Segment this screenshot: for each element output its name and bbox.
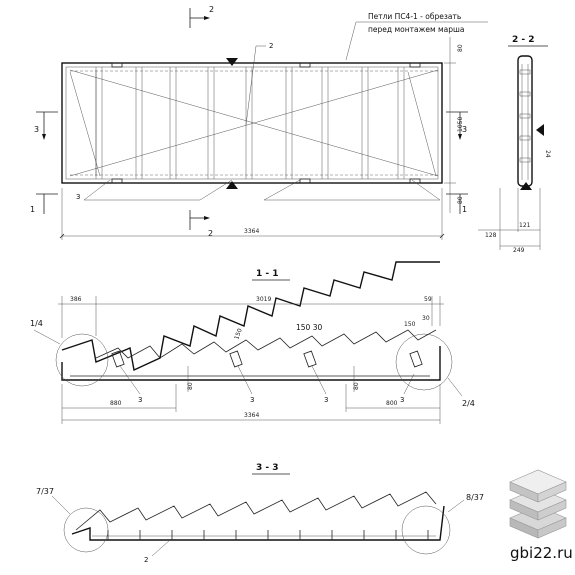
dim-mid-text: 3019 [256,296,271,303]
detail-label-1-4: 1/4 [30,319,43,328]
dim-step2: 150 30 [296,323,322,332]
plan-marker-top [226,58,238,66]
plan-marker-bottom [226,181,238,189]
cut-mark-bottom: 2 [208,229,213,238]
dim-height-text: 1050 [457,117,464,132]
dim-right-text: 59 [424,296,432,303]
dim-left-text: 386 [70,296,82,303]
dim-off-right-text: 800 [386,400,398,407]
dim-w2-text: 121 [519,222,531,229]
dim-step3: 150 [404,321,416,328]
plan-loop-marks [111,62,421,184]
cut-3-label-left: 3 [34,125,39,134]
embedded-parts [111,350,423,368]
watermark-logo: gbi22.ru [509,469,573,562]
stair-teeth [95,329,437,359]
note-leader [345,21,357,61]
rebar-zigzag [75,491,437,531]
plan-step-lines [95,67,405,179]
section-2-2-marker-bottom [520,182,532,190]
cut-mark-top: 2 [209,5,214,14]
dim-top-text: 80 [457,44,464,52]
cut-1-label-right: 1 [462,205,467,214]
cut-1-label-left: 1 [30,205,35,214]
watermark-text: gbi22.ru [510,544,573,562]
note-line-1: Петли ПС4-1 - обрезать [368,12,461,21]
detail-label-2-4: 2/4 [462,399,475,408]
section-1-1: 1 - 1 1/4 2/4 3 3 3 3 [30,261,475,424]
cut-3-label-right: 3 [462,125,467,134]
dim-h1: 80 [187,382,194,390]
detail-circle-2-4 [395,333,453,391]
callout-2-s3: 2 [144,556,148,564]
dim-length-text: 3364 [244,228,259,235]
callout-3-s4: 3 [400,396,404,404]
dim-total-text: 3364 [244,412,259,419]
dim-h2: 80 [353,382,360,390]
dim-bottom-text: 80 [457,196,464,204]
callout-3-bottom: 3 [76,193,80,201]
dim-w1-text: 128 [485,232,497,239]
stair-profile-top [61,261,440,372]
section-2-2-title: 2 - 2 [512,35,535,45]
stair-profile-bottom [61,346,441,381]
dim-step1: 150 [233,327,244,340]
section-3-3: 3 - 3 7/37 8/37 2 [36,463,484,564]
note-line-2: перед монтажем марша [368,25,464,34]
section-1-1-title: 1 - 1 [256,269,279,279]
rebar-ties [107,530,429,540]
callout-3-s2: 3 [250,396,254,404]
detail-circle-7-37 [63,507,109,553]
layers-icon [509,469,567,539]
section-2-2-marker-right [536,124,544,136]
section-2-2: 2 - 2 24 128 121 249 [478,35,551,254]
plan-outline [61,62,443,184]
section-2-2-body [517,55,533,187]
dim-step3b: 30 [422,315,430,322]
rebar-bottom [71,505,445,541]
callout-3-leaders [83,179,441,201]
section-3-3-title: 3 - 3 [256,463,279,473]
callout-3-s1: 3 [138,396,142,404]
section-2-2-side-dim: 24 [544,150,551,158]
detail-label-7-37: 7/37 [36,487,54,496]
dim-off-left-text: 880 [110,400,122,407]
detail-circle-8-37 [401,505,451,555]
detail-circle-1-4 [55,333,109,387]
plan-diagonals [69,69,439,177]
dim-total-w-text: 249 [513,247,525,254]
callout-3-s3: 3 [324,396,328,404]
plan-view: 2 2 2 Петли ПС4-1 - обрезать перед монта… [30,5,488,240]
detail-label-8-37: 8/37 [466,493,484,502]
callout-2-plan: 2 [269,42,273,50]
callout-2-leader [245,45,257,126]
